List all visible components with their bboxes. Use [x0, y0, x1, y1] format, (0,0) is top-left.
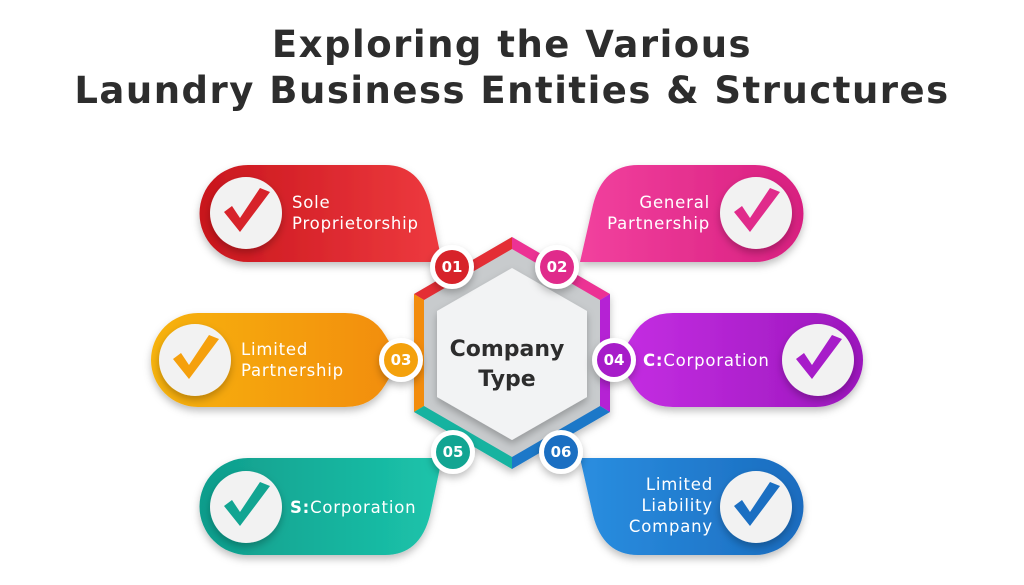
number-badge-01 [430, 245, 474, 289]
label-line: Limited [241, 340, 309, 359]
number-06: 06 [550, 443, 572, 461]
label-line: Proprietorship [292, 214, 419, 233]
center-line-2: Type [478, 367, 536, 392]
number-badge-04 [592, 338, 636, 382]
label-sole-proprietorship: Sole Proprietorship [292, 192, 419, 234]
label-line: Limited [645, 475, 713, 494]
checkmark-icon [159, 324, 231, 396]
checkmark-icon [720, 177, 792, 249]
label-prefix: C: [643, 351, 664, 370]
number-badge-03 [379, 338, 423, 382]
label-general-partnership: General Partnership [570, 192, 710, 234]
label-line: Corporation [663, 351, 770, 370]
checkmark-icon [720, 471, 792, 543]
number-04: 04 [603, 351, 625, 369]
label-line: Partnership [241, 361, 344, 380]
number-badge-02 [535, 245, 579, 289]
number-01: 01 [441, 258, 463, 276]
center-line-1: Company [449, 337, 565, 362]
label-limited-liability-company: Limited Liability Company [580, 474, 713, 537]
number-badge-06 [539, 430, 583, 474]
label-line: Partnership [607, 214, 710, 233]
checkmark-icon [210, 471, 282, 543]
center-label: Company Type [432, 335, 582, 395]
title-line-1: Exploring the Various [271, 23, 753, 66]
label-line: Liability [641, 496, 713, 515]
checkmark-icon [782, 324, 854, 396]
label-s-corporation: S:Corporation [290, 497, 416, 518]
label-line: General [639, 193, 710, 212]
number-05: 05 [442, 443, 464, 461]
checkmark-icon [210, 177, 282, 249]
label-line: Corporation [310, 498, 417, 517]
label-prefix: S: [290, 498, 311, 517]
label-line: Company [628, 517, 713, 536]
label-limited-partnership: Limited Partnership [241, 339, 344, 381]
number-03: 03 [390, 351, 412, 369]
number-badge-05 [431, 430, 475, 474]
number-02: 02 [546, 258, 568, 276]
page-title: Exploring the Various Laundry Business E… [0, 22, 1024, 114]
label-line: Sole [292, 193, 331, 212]
title-line-2: Laundry Business Entities & Structures [74, 69, 950, 112]
label-c-corporation: C:Corporation [643, 350, 770, 371]
